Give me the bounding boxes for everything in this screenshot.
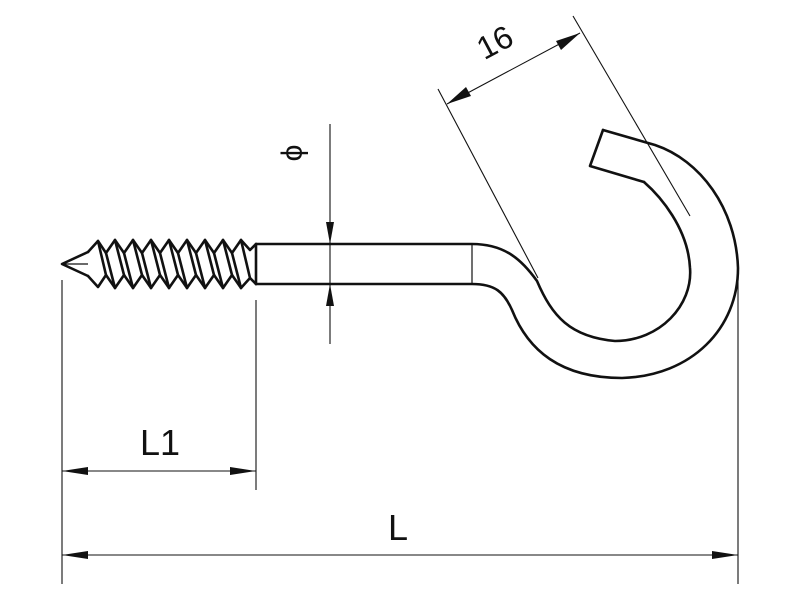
- thread-bottom-profile: [86, 273, 258, 290]
- opening-dimension-line: [446, 32, 581, 105]
- opening-arrow-left: [447, 87, 471, 104]
- l-arrow-right: [712, 551, 738, 559]
- diameter-label: ϕ: [276, 145, 309, 162]
- thread-length-label: L1: [140, 422, 180, 463]
- opening-extension-line-2: [572, 15, 691, 217]
- total-length-label: L: [388, 507, 408, 548]
- hook-inner-contour: [254, 128, 740, 380]
- l1-arrow-right: [230, 467, 256, 475]
- diameter-arrow-top: [326, 222, 334, 244]
- dimension-diameter: ϕ: [276, 124, 334, 344]
- threaded-section: [60, 238, 258, 290]
- dimension-total-length: L: [62, 276, 739, 584]
- l1-arrow-left: [62, 467, 88, 475]
- dimension-thread-length: L1: [61, 280, 257, 584]
- opening-arrow-right: [556, 33, 580, 50]
- shank-and-hook: [254, 128, 740, 380]
- thread-flanks: [96, 238, 252, 290]
- hook-tip: [588, 128, 646, 184]
- diameter-arrow-bottom: [326, 284, 334, 306]
- hook-opening-label: 16: [471, 18, 519, 66]
- hook-outer-contour: [254, 180, 692, 343]
- l-arrow-left: [62, 551, 88, 559]
- opening-extension-line-1: [437, 88, 539, 279]
- dimension-hook-opening: 16: [437, 15, 691, 279]
